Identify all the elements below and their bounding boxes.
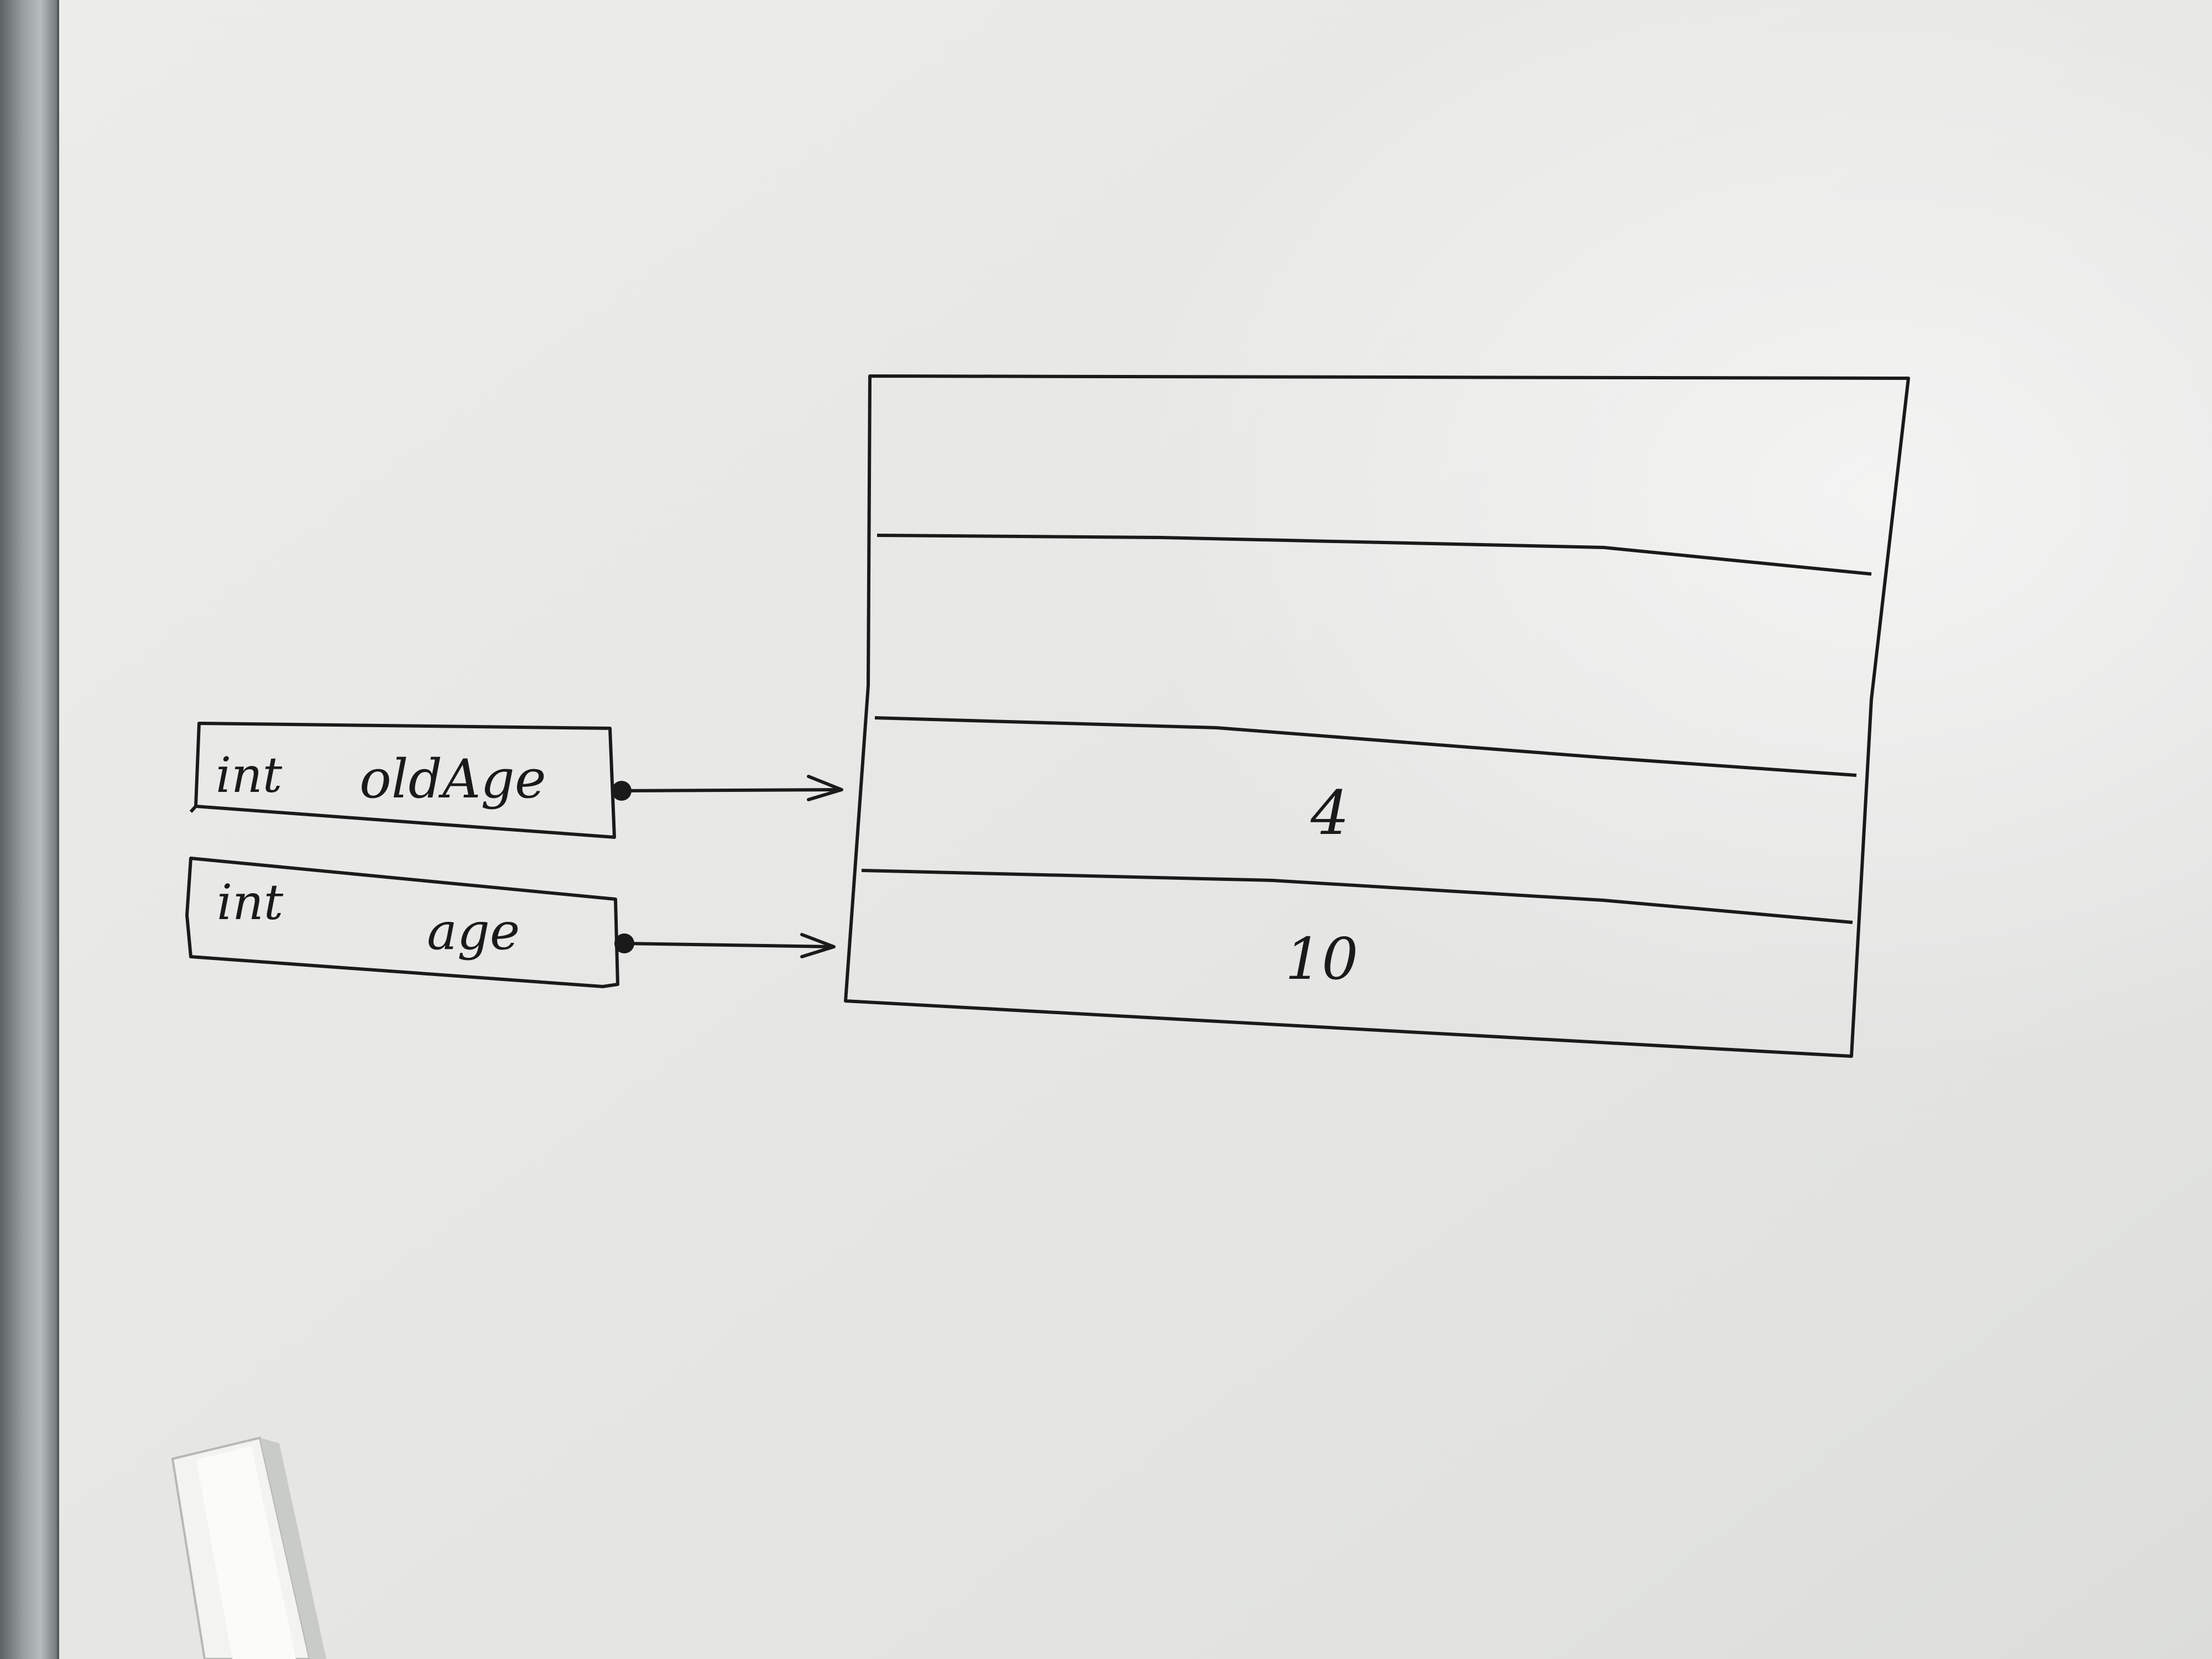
memory-block: 4 10 (844, 374, 1910, 1058)
variable-name-label: age (427, 902, 520, 961)
memory-cell-divider (861, 869, 1853, 924)
variable-type-label: int (216, 747, 283, 804)
board-frame (0, 0, 58, 1659)
memory-cell-value: 10 (1285, 925, 1358, 993)
variable-type-label: int (217, 874, 284, 931)
memory-cell-divider (877, 534, 1872, 576)
memory-cell-value: 4 (1310, 778, 1349, 848)
reference-arrow-age (614, 933, 836, 958)
marker-pen (171, 1436, 326, 1659)
reference-arrow-oldage (612, 775, 843, 801)
memory-cell-divider (874, 716, 1857, 777)
variable-box-age: int age (185, 857, 619, 988)
variable-name-label: oldAge (359, 748, 546, 810)
variable-box-oldage: int oldAge (189, 722, 616, 839)
